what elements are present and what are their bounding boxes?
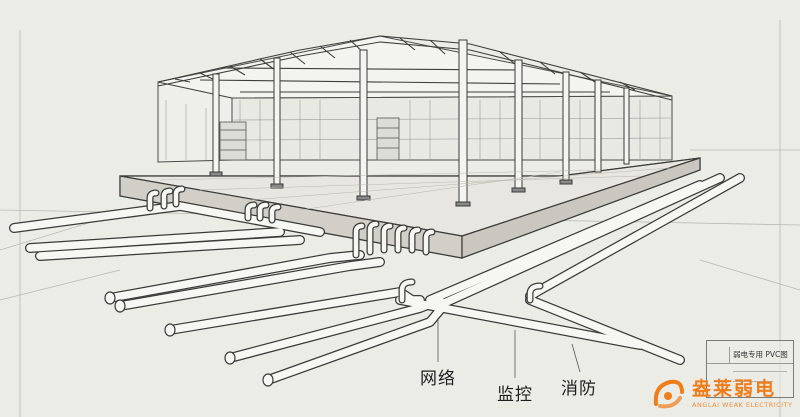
pvc-conduits <box>9 173 745 387</box>
floor-grid <box>159 167 671 211</box>
steel-columns <box>209 39 630 207</box>
rolling-doors <box>219 117 400 161</box>
network-label: 网络 <box>420 369 456 389</box>
foundation-slab <box>119 157 701 259</box>
leader-lines <box>437 318 581 378</box>
logo-icon <box>653 379 684 409</box>
title-block-title: 弱电专用 PVC图 <box>733 350 788 359</box>
logo-name: 盎莱弱电 <box>692 378 777 400</box>
title-block-row <box>707 347 793 364</box>
title-block-cell <box>707 347 730 363</box>
logo-subtitle: ANGLAI WEAK ELECTRICITY <box>692 401 793 409</box>
title-block-rule <box>733 371 787 372</box>
brand-watermark: 盎莱弱电 ANGLAI WEAK ELECTRICITY <box>642 372 800 417</box>
title-block-rule <box>733 381 773 382</box>
drawing-title-block: 弱电专用 PVC图 <box>706 340 794 398</box>
fire-protection-label: 消防 <box>561 379 597 399</box>
monitoring-label: 监控 <box>497 385 533 405</box>
roof-trusses <box>157 35 673 101</box>
